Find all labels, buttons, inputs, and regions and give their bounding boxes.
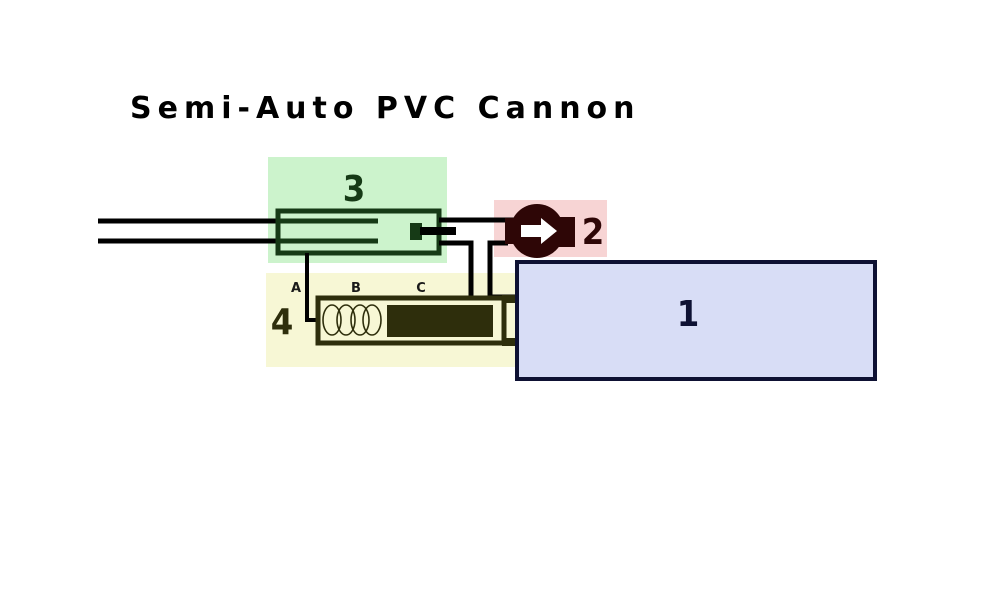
label-part3: 3 xyxy=(343,169,366,210)
spring-icon xyxy=(322,304,382,336)
label-b: B xyxy=(351,281,361,296)
label-part4: 4 xyxy=(271,302,294,343)
spring-cylinder xyxy=(315,295,507,346)
label-part2: 2 xyxy=(582,212,605,253)
label-a: A xyxy=(291,281,301,296)
label-c: C xyxy=(416,281,426,296)
pipe-a xyxy=(305,253,318,322)
cylinder-piston xyxy=(387,305,493,337)
pipe-to-cylinder xyxy=(439,240,474,297)
diagram-title: Semi-Auto PVC Cannon xyxy=(130,91,641,126)
label-part1: 1 xyxy=(677,294,700,335)
valve-piston xyxy=(410,223,422,240)
arrow-right-icon xyxy=(521,218,557,244)
air-chamber xyxy=(515,260,877,381)
